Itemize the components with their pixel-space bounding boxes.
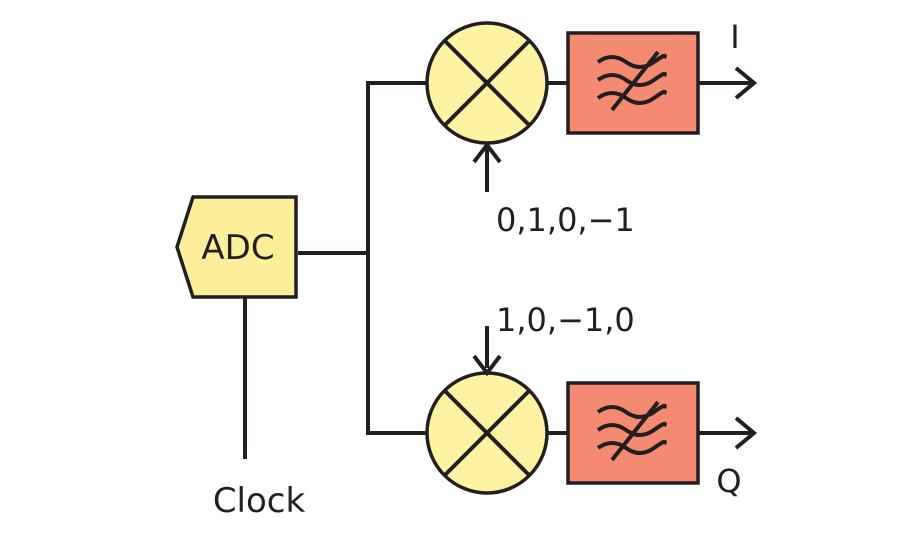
filter-i: I — [566, 18, 758, 135]
multiplier-cross-icon — [443, 39, 531, 127]
mixer-q-sequence: 1,0,−1,0 — [496, 301, 635, 339]
i-output-arrow-head — [734, 66, 758, 100]
adc-label: ADC — [201, 228, 274, 268]
adc-shape — [175, 195, 298, 299]
mixer-i: 0,1,0,−1 — [425, 21, 635, 239]
q-output-arrow-head — [734, 416, 758, 450]
lo-q-arrow-head — [472, 354, 502, 377]
filter-q: Q — [566, 381, 758, 500]
mixer-q: 1,0,−1,0 — [425, 301, 635, 495]
lowpass-filter-icon — [596, 50, 667, 112]
multiplier-cross-icon — [443, 389, 531, 477]
adc-block: ADC — [175, 195, 298, 299]
wiring — [243, 81, 568, 459]
lowpass-filter-icon — [596, 400, 667, 462]
output-i-label: I — [730, 18, 739, 56]
clock-label: Clock — [213, 481, 306, 521]
output-q-label: Q — [716, 462, 741, 500]
lo-i-arrow-head — [472, 141, 502, 164]
mixer-i-sequence: 0,1,0,−1 — [496, 201, 635, 239]
